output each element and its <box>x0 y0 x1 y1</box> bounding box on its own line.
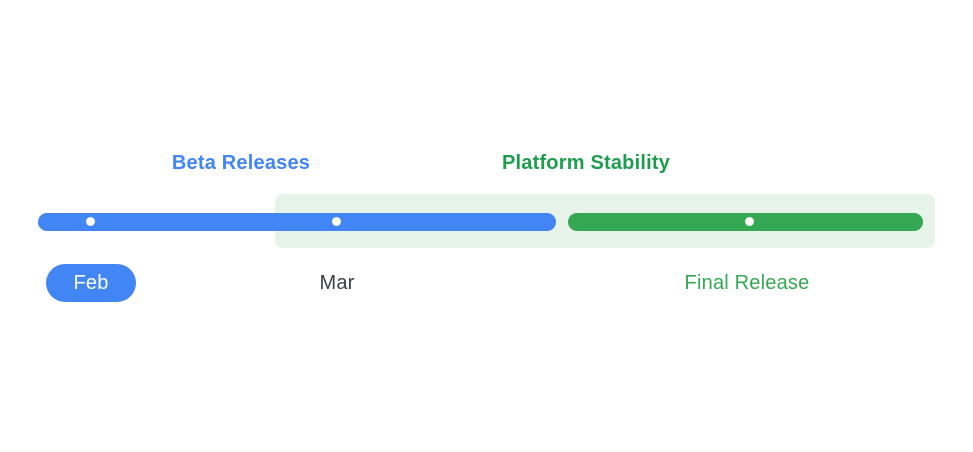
beta-releases-bar <box>38 213 556 231</box>
month-label-mar: Mar <box>319 272 355 294</box>
final-release-label: Final Release <box>684 272 810 294</box>
phase-label-platform-stability: Platform Stability <box>501 152 671 174</box>
milestone-dot-final-release <box>745 217 754 226</box>
phase-label-beta-releases: Beta Releases <box>171 152 311 174</box>
milestone-dot-mar <box>332 217 341 226</box>
feb-milestone-pill: Feb <box>46 264 136 302</box>
milestone-dot-feb <box>86 217 95 226</box>
